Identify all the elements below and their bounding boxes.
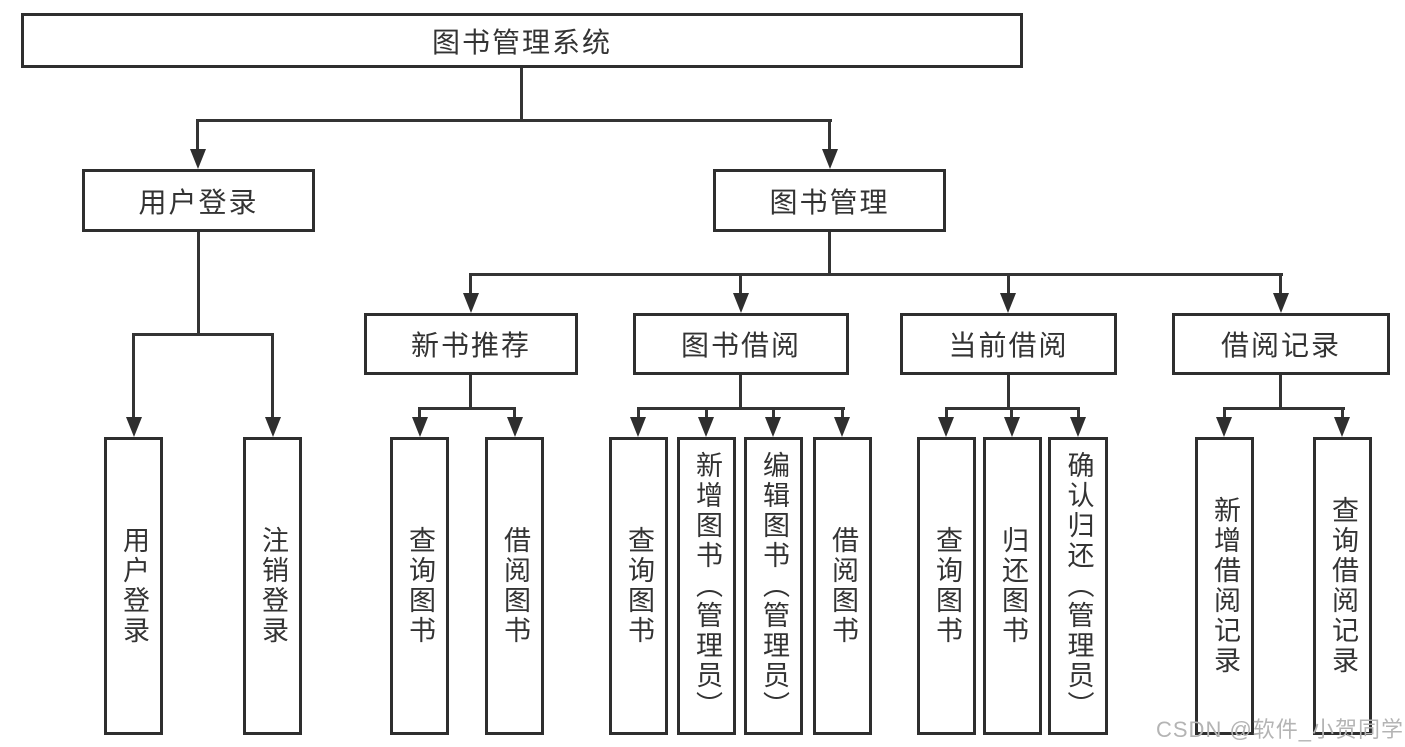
arrow-down-icon <box>733 293 749 313</box>
leaf-add-borrow-record-label: 新增借阅记录 <box>1210 496 1240 676</box>
leaf-current-query-book-label: 查询图书 <box>932 526 962 646</box>
arrow-down-icon <box>1273 293 1289 313</box>
connector-line <box>1077 407 1080 421</box>
connector-line <box>1007 273 1010 297</box>
connector-line <box>828 232 831 276</box>
node-current-borrow-label: 当前借阅 <box>948 330 1069 361</box>
node-current-borrow: 当前借阅 <box>900 313 1117 375</box>
connector-line <box>196 119 832 122</box>
node-root-system: 图书管理系统 <box>21 13 1023 68</box>
node-borrow-record-label: 借阅记录 <box>1220 330 1341 361</box>
leaf-user-login-label: 用户登录 <box>119 526 149 646</box>
leaf-borrow-query-book-label: 查询图书 <box>624 526 654 646</box>
arrow-down-icon <box>1070 417 1086 437</box>
arrow-down-icon <box>126 417 142 437</box>
node-root-label: 图书管理系统 <box>431 26 612 58</box>
connector-line <box>196 119 199 153</box>
connector-line <box>739 273 742 297</box>
node-book-borrow-label: 图书借阅 <box>680 330 801 361</box>
leaf-edit-book-admin-label: 编辑图书（管理员） <box>759 451 789 721</box>
connector-line <box>469 273 1283 276</box>
node-book-management: 图书管理 <box>713 169 946 232</box>
arrow-down-icon <box>1004 417 1020 437</box>
node-new-book-recommend-label: 新书推荐 <box>410 330 531 361</box>
arrow-down-icon <box>1000 293 1016 313</box>
connector-line <box>418 407 516 410</box>
leaf-logout: 注销登录 <box>243 437 302 735</box>
leaf-recommend-borrow-book: 借阅图书 <box>485 437 544 735</box>
arrow-down-icon <box>265 417 281 437</box>
node-book-borrow: 图书借阅 <box>633 313 849 375</box>
arrow-down-icon <box>190 149 206 169</box>
connector-line <box>469 273 472 297</box>
leaf-confirm-return-admin: 确认归还（管理员） <box>1048 437 1108 735</box>
connector-line <box>828 119 831 153</box>
arrow-down-icon <box>1334 417 1350 437</box>
connector-line <box>841 407 844 421</box>
leaf-return-book: 归还图书 <box>983 437 1042 735</box>
arrow-down-icon <box>765 417 781 437</box>
leaf-query-borrow-record-label: 查询借阅记录 <box>1328 496 1358 676</box>
arrow-down-icon <box>822 149 838 169</box>
connector-line <box>772 407 775 421</box>
leaf-logout-label: 注销登录 <box>258 526 288 646</box>
connector-line <box>1010 407 1013 421</box>
leaf-query-borrow-record: 查询借阅记录 <box>1313 437 1372 735</box>
leaf-add-book-admin-label: 新增图书（管理员） <box>692 451 722 721</box>
connector-line <box>1223 407 1226 421</box>
connector-line <box>418 407 421 421</box>
connector-line <box>469 375 472 410</box>
arrow-down-icon <box>507 417 523 437</box>
connector-line <box>1341 407 1344 421</box>
arrow-down-icon <box>698 417 714 437</box>
node-user-login-label: 用户登录 <box>138 186 259 218</box>
leaf-add-book-admin: 新增图书（管理员） <box>677 437 736 735</box>
connector-line <box>1279 375 1282 410</box>
leaf-add-borrow-record: 新增借阅记录 <box>1195 437 1254 735</box>
leaf-borrow-book: 借阅图书 <box>813 437 872 735</box>
node-user-login: 用户登录 <box>82 169 315 232</box>
connector-line <box>1223 407 1345 410</box>
node-book-management-label: 图书管理 <box>769 186 890 218</box>
leaf-borrow-query-book: 查询图书 <box>609 437 668 735</box>
leaf-return-book-label: 归还图书 <box>998 526 1028 646</box>
connector-line <box>271 333 274 421</box>
arrow-down-icon <box>938 417 954 437</box>
connector-line <box>520 68 523 122</box>
leaf-current-query-book: 查询图书 <box>917 437 976 735</box>
leaf-recommend-query-book-label: 查询图书 <box>405 526 435 646</box>
connector-line <box>739 375 742 410</box>
arrow-down-icon <box>412 417 428 437</box>
arrow-down-icon <box>630 417 646 437</box>
leaf-recommend-borrow-book-label: 借阅图书 <box>500 526 530 646</box>
arrow-down-icon <box>834 417 850 437</box>
connector-line <box>197 232 200 336</box>
connector-line <box>1007 375 1010 410</box>
leaf-confirm-return-admin-label: 确认归还（管理员） <box>1063 451 1094 721</box>
connector-line <box>132 333 135 421</box>
leaf-borrow-book-label: 借阅图书 <box>828 526 858 646</box>
arrow-down-icon <box>1216 417 1232 437</box>
leaf-recommend-query-book: 查询图书 <box>390 437 449 735</box>
connector-line <box>1279 273 1282 297</box>
connector-line <box>132 333 274 336</box>
leaf-user-login: 用户登录 <box>104 437 163 735</box>
node-new-book-recommend: 新书推荐 <box>364 313 578 375</box>
arrow-down-icon <box>463 293 479 313</box>
connector-line <box>945 407 948 421</box>
connector-line <box>637 407 640 421</box>
leaf-edit-book-admin: 编辑图书（管理员） <box>744 437 803 735</box>
connector-line <box>513 407 516 421</box>
connector-line <box>705 407 708 421</box>
connector-line <box>637 407 845 410</box>
node-borrow-record: 借阅记录 <box>1172 313 1390 375</box>
csdn-watermark: CSDN @软件_小贺同学 <box>1156 717 1405 742</box>
